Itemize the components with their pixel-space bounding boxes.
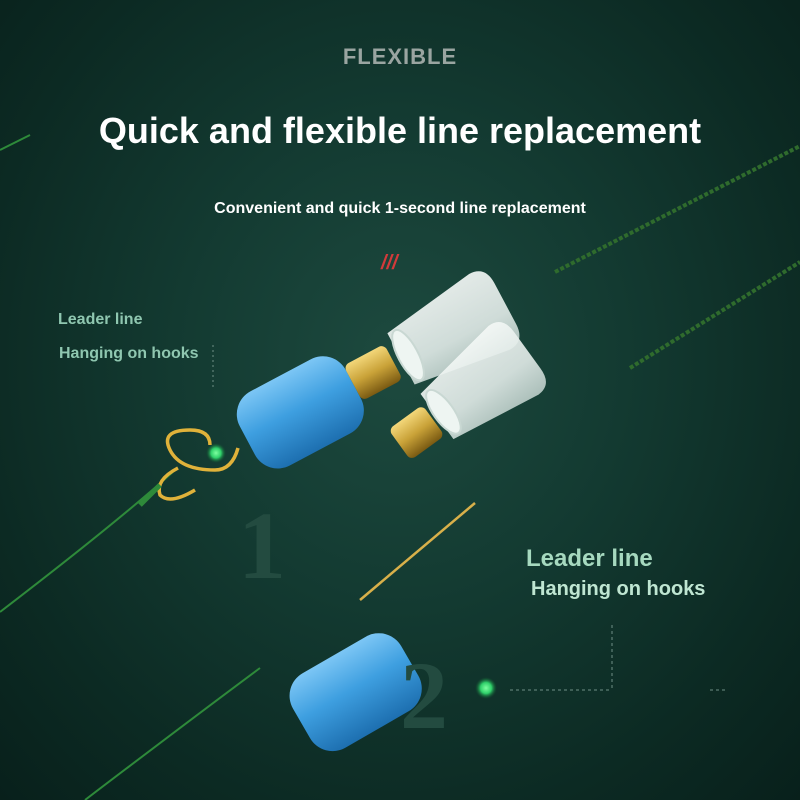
leader-line-2 xyxy=(84,667,261,800)
step-number-2: 2 xyxy=(400,642,448,749)
hook-loop xyxy=(165,428,240,472)
indicator-dot-2 xyxy=(475,677,497,699)
step-number-1: 1 xyxy=(238,492,286,599)
callout-1-title: Leader line xyxy=(58,311,143,328)
braided-line-lower xyxy=(628,260,800,370)
callout-2-title: Leader line xyxy=(526,545,653,572)
blue-float-1 xyxy=(236,356,364,469)
section-kicker: FLEXIBLE xyxy=(342,44,458,69)
accent-slashes: /// xyxy=(381,252,398,274)
indicator-dot-1 xyxy=(206,443,226,463)
float-assembly-2 xyxy=(289,322,546,752)
brass-wire xyxy=(359,502,476,601)
subheadline: Convenient and quick 1-second line repla… xyxy=(214,200,586,217)
blue-float-2 xyxy=(289,633,422,752)
callout-2-subtitle: Hanging on hooks xyxy=(531,578,706,600)
leader-line-1 xyxy=(0,469,176,613)
hook-ring xyxy=(157,466,196,501)
braided-line-upper xyxy=(554,144,800,274)
brass-connector-2 xyxy=(390,407,443,458)
knot xyxy=(138,483,162,507)
callout-1-subtitle: Hanging on hooks xyxy=(59,345,199,362)
headline: Quick and flexible line replacement xyxy=(98,110,702,151)
leader-line-1b xyxy=(0,134,31,151)
brass-connector-1 xyxy=(345,346,401,399)
